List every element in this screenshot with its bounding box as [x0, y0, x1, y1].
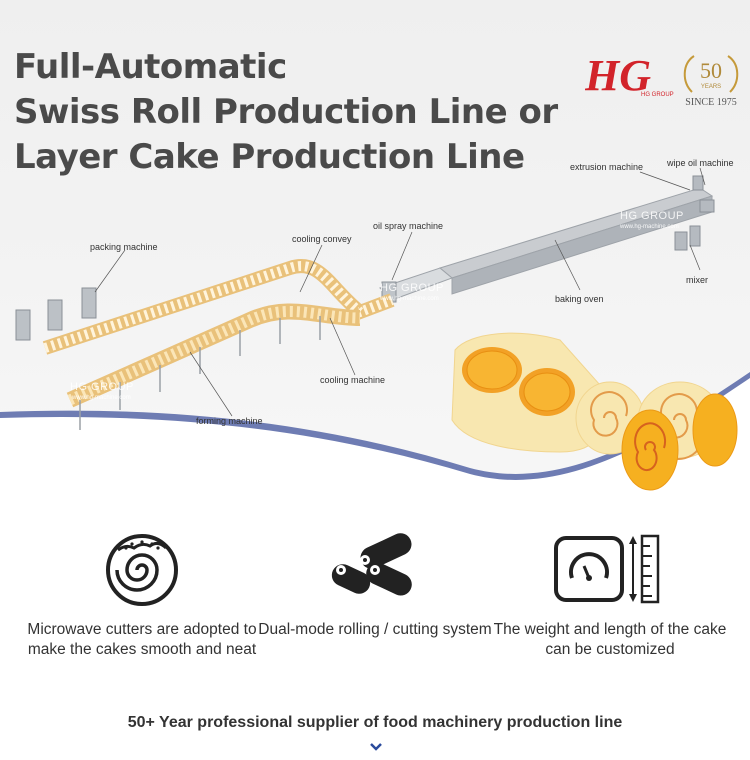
label-cooling-convey: cooling convey — [292, 234, 352, 244]
watermark-3-url: www.hg-machine.com — [72, 395, 131, 401]
hero-banner: Full-Automatic Swiss Roll Production Lin… — [0, 0, 750, 505]
chevron-down-icon[interactable] — [369, 742, 383, 752]
badge-number: 50 — [700, 58, 722, 83]
fifty-years-badge: 50 YEARS SINCE 1975 — [680, 52, 742, 108]
feature-text-2: Dual-mode rolling / cutting system — [258, 621, 492, 638]
packing-machines — [15, 287, 97, 341]
feature-customizable: The weight and length of the cake can be… — [485, 530, 735, 660]
watermark-2-url: www.hg-machine.com — [380, 296, 439, 302]
label-oil-spray-machine: oil spray machine — [373, 221, 444, 231]
mixer — [674, 175, 715, 251]
rolling-icon — [331, 533, 412, 596]
since-year: SINCE 1975 — [685, 97, 737, 108]
watermark-3: HG GROUP — [70, 381, 134, 393]
hg-logo-subtext: HG GROUP — [641, 92, 674, 98]
production-line-illustration — [0, 167, 750, 505]
hg-logo-text: HG — [585, 52, 651, 98]
feature-text-3: The weight and length of the cake can be… — [493, 621, 727, 658]
feature-dual-mode: Dual-mode rolling / cutting system — [250, 530, 500, 640]
cooling-conveyor — [42, 259, 395, 408]
feature-microwave-cutters: Microwave cutters are adopted to make th… — [17, 530, 267, 660]
label-wipe-oil-machine: wipe oil machine — [667, 158, 734, 168]
feature-text-1: Microwave cutters are adopted to make th… — [27, 621, 257, 658]
swiss-roll-icon — [106, 534, 178, 606]
title-line-3: Layer Cake Production Line — [14, 137, 525, 177]
label-cooling-machine: cooling machine — [320, 375, 386, 385]
label-extrusion-machine: extrusion machine — [570, 162, 644, 172]
label-forming-machine: forming machine — [196, 416, 263, 426]
label-baking-oven: baking oven — [555, 294, 604, 304]
page-title: Full-Automatic Swiss Roll Production Lin… — [14, 45, 558, 180]
weight-length-icon — [554, 534, 660, 604]
hg-logo: HG — [585, 52, 651, 98]
watermark-2: HG GROUP — [380, 282, 444, 294]
watermark-1: HG GROUP — [620, 210, 684, 222]
swiss-roll-cake — [451, 332, 738, 491]
footer-tagline: 50+ Year professional supplier of food m… — [127, 714, 623, 731]
label-mixer: mixer — [686, 275, 708, 285]
title-line-1: Full-Automatic — [14, 47, 287, 87]
laurel-icon: 50 YEARS — [683, 55, 739, 93]
badge-word: YEARS — [701, 84, 721, 90]
title-line-2: Swiss Roll Production Line or — [14, 92, 558, 132]
label-packing-machine: packing machine — [90, 242, 158, 252]
watermark-1-url: www.hg-machine.com — [620, 224, 679, 230]
